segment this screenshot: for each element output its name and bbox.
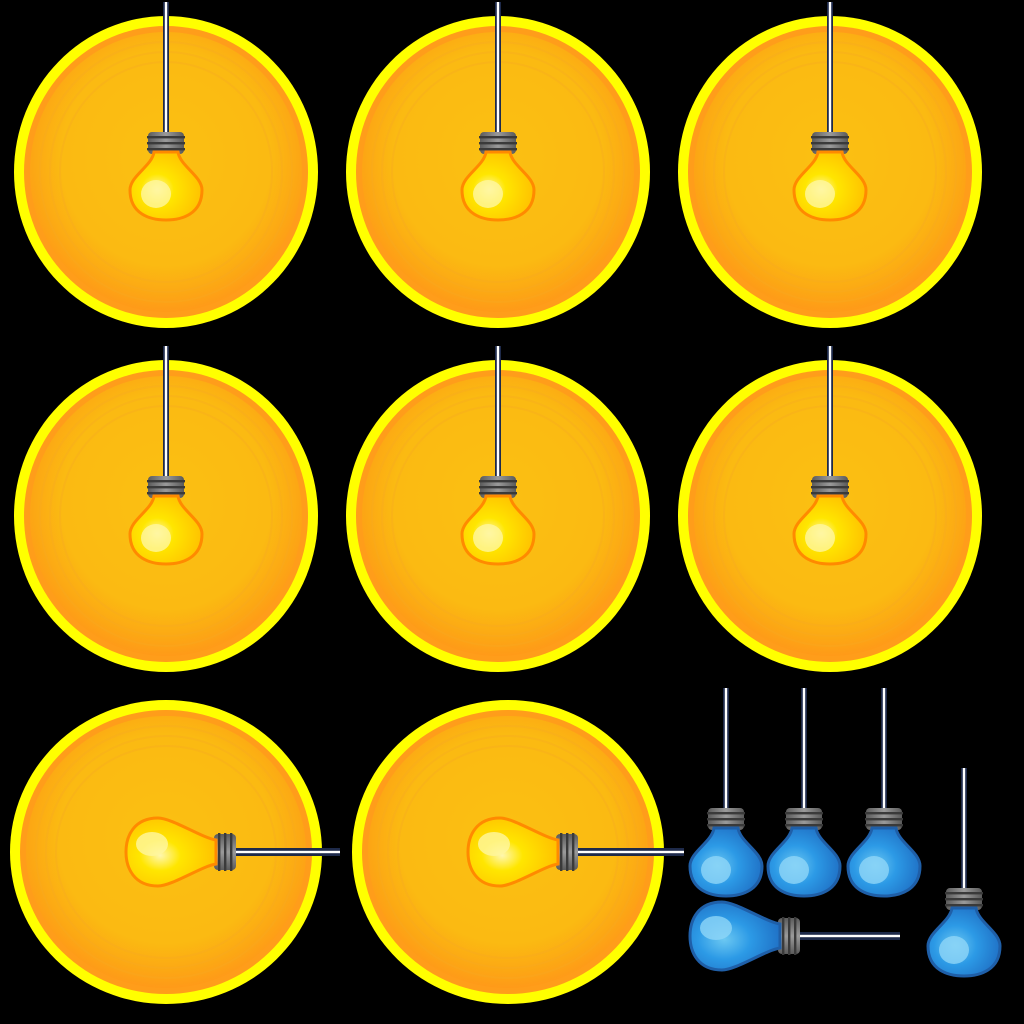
wire-highlight: [724, 688, 728, 808]
socket-ring: [785, 824, 823, 827]
socket-ring: [785, 812, 823, 815]
sprite-lit-hanging-6: [678, 346, 982, 672]
socket-ring: [147, 486, 185, 489]
socket-ring: [707, 824, 745, 827]
socket-ring: [147, 148, 185, 151]
socket-ring: [811, 136, 849, 139]
sprite-unlit-hanging-4: [926, 768, 1002, 978]
socket-ring: [811, 142, 849, 145]
socket-ring: [479, 480, 517, 483]
wire-highlight: [828, 2, 832, 132]
socket-ring: [224, 833, 227, 871]
bulb-highlight: [805, 524, 835, 552]
socket-ring: [811, 148, 849, 151]
socket-ring: [230, 833, 233, 871]
bulb-highlight: [859, 856, 889, 884]
socket-ring: [794, 917, 797, 955]
sprite-lit-hanging-4: [14, 346, 318, 672]
bulb-highlight: [779, 856, 809, 884]
wire-highlight: [496, 2, 500, 132]
socket-ring: [566, 833, 569, 871]
wire-highlight: [164, 2, 168, 132]
socket-ring: [479, 492, 517, 495]
wire-highlight: [234, 850, 340, 854]
bulb-highlight: [473, 180, 503, 208]
wire-highlight: [576, 850, 684, 854]
sprite-lit-hanging-3: [678, 2, 982, 328]
sprite-unlit-hanging-1: [688, 688, 764, 898]
socket-ring: [707, 818, 745, 821]
socket-ring: [785, 818, 823, 821]
socket-ring: [572, 833, 575, 871]
socket-ring: [147, 136, 185, 139]
bulb-highlight: [939, 936, 969, 964]
bulb-highlight: [141, 524, 171, 552]
socket-ring: [811, 480, 849, 483]
wire-highlight: [496, 346, 500, 476]
wire-highlight: [828, 346, 832, 476]
socket-ring: [865, 812, 903, 815]
sprite-lit-sideways-1: [10, 700, 340, 1004]
sprite-lit-hanging-5: [346, 346, 650, 672]
bulb-highlight: [478, 832, 510, 856]
bulb-highlight: [136, 832, 168, 856]
bulb-highlight: [141, 180, 171, 208]
socket-ring: [147, 480, 185, 483]
socket-ring: [811, 486, 849, 489]
socket-ring: [782, 917, 785, 955]
sprite-lit-sideways-2: [352, 700, 684, 1004]
socket-ring: [945, 904, 983, 907]
wire-highlight: [164, 346, 168, 476]
sprite-lit-hanging-2: [346, 2, 650, 328]
socket-ring: [707, 812, 745, 815]
bulb-highlight: [473, 524, 503, 552]
socket-ring: [811, 492, 849, 495]
socket-ring: [865, 824, 903, 827]
sprite-unlit-hanging-2: [766, 688, 842, 898]
sprite-lit-hanging-1: [14, 2, 318, 328]
socket-ring: [560, 833, 563, 871]
wire-highlight: [802, 688, 806, 808]
bulb-highlight: [700, 916, 732, 940]
bulb-highlight: [805, 180, 835, 208]
bulb-highlight: [701, 856, 731, 884]
socket-ring: [945, 892, 983, 895]
socket-ring: [788, 917, 791, 955]
sprite-unlit-hanging-3: [846, 688, 922, 898]
socket-ring: [479, 486, 517, 489]
socket-ring: [479, 148, 517, 151]
wire-highlight: [882, 688, 886, 808]
wire-highlight: [962, 768, 966, 888]
socket-ring: [479, 142, 517, 145]
socket-ring: [479, 136, 517, 139]
sprite-unlit-sideways-1: [688, 900, 900, 972]
socket-ring: [147, 142, 185, 145]
socket-ring: [218, 833, 221, 871]
socket-ring: [945, 898, 983, 901]
socket-ring: [147, 492, 185, 495]
socket-ring: [865, 818, 903, 821]
wire-highlight: [798, 934, 900, 938]
